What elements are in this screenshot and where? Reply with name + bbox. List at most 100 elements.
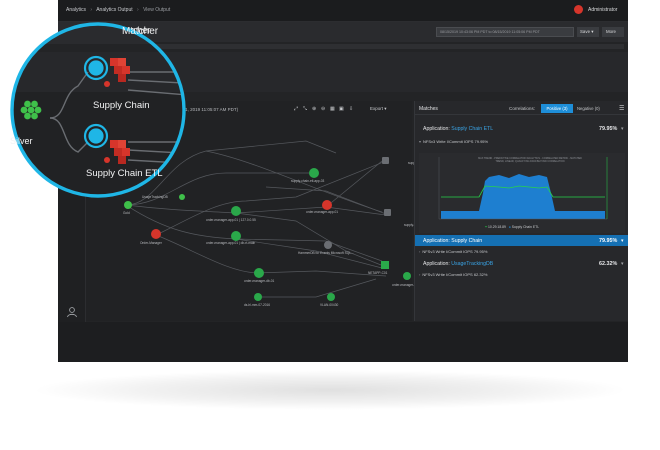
drop-shadow	[30, 370, 630, 410]
legend-b: Supply Chain ETL	[511, 225, 540, 229]
node-label: VLAN-00430	[320, 303, 339, 307]
summary-band	[58, 52, 628, 92]
download-icon[interactable]: ⇩	[349, 106, 354, 112]
match-name[interactable]: Supply Chain	[451, 238, 483, 244]
correlation-chart	[419, 153, 625, 233]
series-line	[441, 185, 605, 198]
gold-node-icon[interactable]	[124, 201, 132, 209]
node-label: Order-Manager	[140, 241, 162, 245]
match-name[interactable]: UsageTrackingDB	[451, 261, 494, 267]
vlan-icon[interactable]	[327, 293, 335, 301]
match-percent: 79.95%	[599, 238, 618, 244]
cloud-icon[interactable]	[309, 168, 319, 178]
node-label: UsageTrackingDB	[142, 195, 168, 199]
title-bar: Matcher 08/15/2019 10:43:06 PM PDT to 08…	[58, 22, 628, 42]
collapse-icon[interactable]: ⤡	[303, 106, 308, 112]
kpi-row[interactable]: ›NFSv3 Write I/Commit IOPS 62.32%	[419, 272, 487, 277]
db-icon[interactable]	[254, 268, 264, 278]
kpi-text: NFSv3 Write I/Commit IOPS 79.95%	[422, 249, 488, 254]
cloud-icon[interactable]	[231, 206, 241, 216]
grid-icon[interactable]: ▦	[330, 106, 335, 112]
top-bar: Analytics › Analytics Output › View Outp…	[58, 0, 628, 22]
expand-icon[interactable]: ⤢	[294, 106, 299, 112]
match-row[interactable]: Application: Supply Chain 79.95% ▾	[415, 235, 628, 246]
breadcrumb-analytics[interactable]: Analytics	[66, 7, 87, 13]
layout-icon[interactable]: ▣	[339, 106, 344, 112]
node-label: NETAPP-C01	[368, 271, 388, 275]
cloud-icon[interactable]	[231, 231, 241, 241]
supply-chain-etl-label: Supply Chain ETL	[86, 168, 163, 179]
time-range-picker[interactable]: 08/15/2019 10:43:06 PM PDT to 08/15/2019…	[436, 27, 574, 37]
cloud-icon[interactable]	[403, 272, 411, 280]
kpi-text: NFSv3 Write I/Commit IOPS 62.32%	[422, 272, 488, 277]
series-area	[441, 174, 605, 219]
export-button[interactable]: Export ▾	[370, 106, 387, 111]
match-percent: 79.95%	[599, 126, 618, 132]
silver-label: Silver	[10, 136, 33, 146]
zoomed-title: Matcher	[122, 26, 159, 37]
chevron-down-icon[interactable]: ▾	[621, 261, 624, 267]
kpi-row[interactable]: ▾NFSv3 Write I/Commit IOPS 79.95%	[419, 139, 488, 144]
server-icon[interactable]	[384, 209, 391, 216]
save-button[interactable]: Save ▾	[577, 27, 599, 37]
left-rail	[58, 92, 86, 322]
node-label: order-manager-app-01	[306, 210, 339, 214]
positive-tab[interactable]: Positive (3)	[541, 104, 573, 113]
correlation-chart-svg	[438, 157, 608, 220]
match-name[interactable]: Supply Chain ETL	[451, 126, 494, 132]
legend-line-icon: ━	[485, 225, 488, 229]
app-node-icon[interactable]	[151, 229, 161, 239]
app-window: Analytics › Analytics Output › View Outp…	[58, 0, 628, 362]
match-prefix: Application:	[423, 238, 452, 244]
matches-title: Matches	[419, 106, 438, 112]
topology-canvas	[124, 140, 411, 301]
server-icon[interactable]	[324, 241, 332, 249]
chevron-down-icon[interactable]: ▾	[621, 238, 624, 244]
save-label: Save	[580, 29, 591, 34]
silver-group-icon[interactable]	[20, 100, 42, 120]
user-menu[interactable]: Administrator	[588, 7, 618, 13]
alert-icon[interactable]	[574, 5, 583, 14]
db-icon[interactable]	[254, 293, 262, 301]
chevron-right-icon: ›	[419, 272, 421, 277]
node-label: Gold	[123, 211, 130, 215]
chart-description: MAX TREND - PREDICTIVE CORRELATION ANALY…	[478, 157, 582, 163]
negative-tab[interactable]: Negative (0)	[577, 106, 600, 111]
app-node-icon[interactable]	[179, 194, 185, 200]
more-button[interactable]: More	[602, 27, 624, 37]
topology-graph[interactable]: supply-chain-etl-app-01 supply-chain-etl…	[86, 101, 441, 321]
app-node-icon[interactable]	[322, 200, 332, 210]
server-icon[interactable]	[382, 157, 389, 164]
legend-a: 10.29.18.89	[488, 225, 506, 229]
chevron-right-icon: ›	[137, 7, 139, 13]
person-icon[interactable]	[66, 306, 78, 318]
correlations-label: Correlations:	[509, 106, 536, 111]
node-label: order-manager-app-01 | db-rt-main	[206, 241, 256, 245]
graph-timestamp: 11, 2019 11:05:07 AM PDT)	[183, 107, 239, 112]
menu-icon[interactable]: ☰	[619, 106, 625, 112]
node-label: HammerDB for Events Microsoft SQL...	[298, 251, 354, 255]
match-label: Application: Supply Chain	[423, 238, 482, 244]
match-row[interactable]: Application: UsageTrackingDB 62.32% ▾	[415, 258, 628, 269]
chart-legend: ━ 10.29.18.89 ● Supply Chain ETL	[485, 225, 539, 229]
node-label: supply-chain-etl-app-03	[291, 179, 325, 183]
chevron-down-icon: ▾	[419, 139, 422, 144]
kpi-text: NFSv3 Write I/Commit IOPS 79.95%	[423, 139, 489, 144]
matches-panel: Matches Correlations: Positive (3) Negat…	[414, 101, 628, 321]
bottom-bar	[58, 322, 628, 362]
match-label: Application: UsageTrackingDB	[423, 261, 493, 267]
node-label: order-manager-app-01 | 127.0.0.55	[206, 218, 256, 222]
match-label: Application: Supply Chain ETL	[423, 126, 493, 132]
matches-header: Matches Correlations: Positive (3) Negat…	[415, 101, 628, 115]
kpi-row[interactable]: ›NFSv3 Write I/Commit IOPS 79.95%	[419, 249, 487, 254]
chevron-down-icon[interactable]: ▾	[621, 126, 624, 132]
match-row[interactable]: Application: Supply Chain ETL 79.95% ▾	[415, 123, 628, 134]
breadcrumb-analytics-output[interactable]: Analytics Output	[96, 7, 133, 13]
breadcrumb-view-output: View Output	[143, 7, 171, 13]
node-label: order-manager-app-03	[392, 283, 425, 287]
zoom-out-icon[interactable]: ⊖	[321, 106, 326, 112]
zoom-in-icon[interactable]: ⊕	[312, 106, 317, 112]
supply-chain-label: Supply Chain	[93, 100, 150, 111]
node-label: ds-hl-mm-07-2016	[244, 303, 271, 307]
netapp-icon[interactable]	[381, 261, 389, 269]
